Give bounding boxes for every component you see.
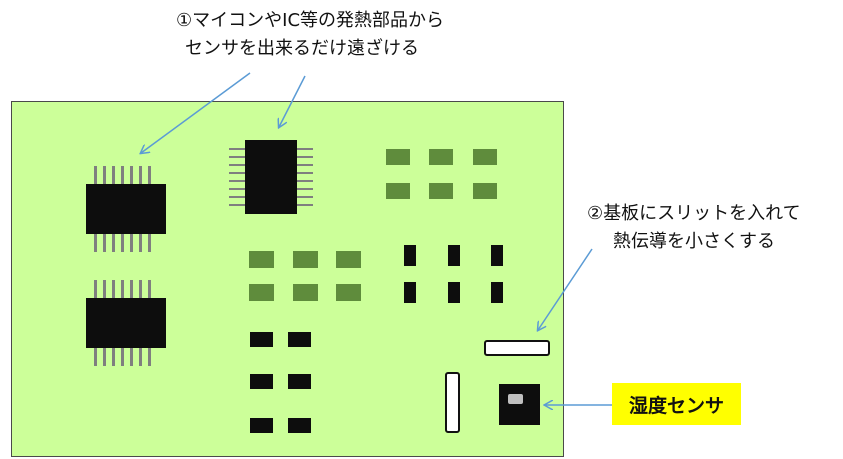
note-heat-source-line2: センサを出来るだけ遠ざける [185,38,419,59]
horizontal-slit [484,340,550,356]
humidity-sensor-label: 湿度センサ [612,383,741,425]
humidity-sensor-label-text: 湿度センサ [628,394,724,417]
note-slit-line2: 熱伝導を小さくする [613,231,775,252]
note-slit-line1: ②基板にスリットを入れて [587,203,801,224]
note-heat-source-line1: ①マイコンやIC等の発熱部品から [176,10,445,31]
vertical-slit [445,372,460,433]
